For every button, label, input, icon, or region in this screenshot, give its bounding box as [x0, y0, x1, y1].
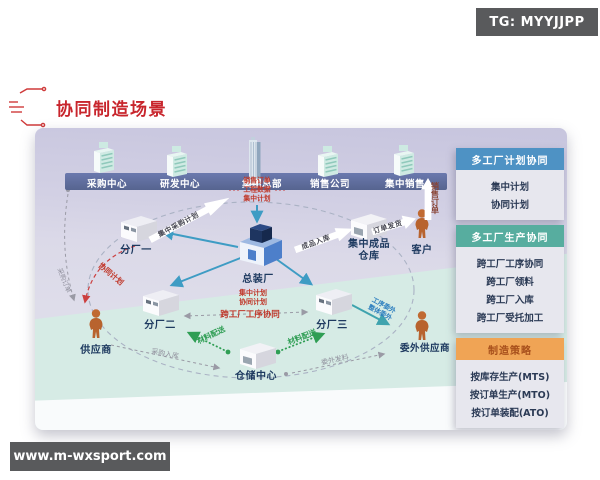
- factory-icon: [316, 289, 352, 315]
- node-label-finished-warehouse-line1: 集中成品: [348, 239, 390, 250]
- node-label-branch3: 分厂三: [316, 320, 348, 331]
- contact-badge: TG: MYYJJPP: [476, 8, 598, 36]
- panel-section-strategy: 制造策略 按库存生产(MTS) 按订单生产(MTO) 按订单装配(ATO): [456, 338, 564, 428]
- circuit-decoration-icon: [9, 86, 47, 128]
- node-label-outsource-supplier: 委外供应商: [399, 343, 451, 354]
- office-building-icon: [167, 146, 187, 177]
- office-building-icon: [394, 145, 414, 176]
- panel-section-planning-header: 多工厂计划协同: [456, 148, 564, 170]
- title-block: 协同制造场景: [8, 86, 167, 128]
- node-label-branch2: 分厂二: [144, 320, 176, 331]
- flow-label-central-plan: 集中计划: [243, 194, 271, 203]
- panel-section-strategy-header: 制造策略: [456, 338, 564, 360]
- diagram-card: 采购中心 研发中心 集团总部 销售公司 集中销售 分厂一 总装厂: [35, 128, 567, 430]
- office-building-icon: [318, 146, 338, 177]
- node-label-branch1: 分厂一: [120, 245, 152, 256]
- node-label-storage-center: 仓储中心: [235, 371, 277, 382]
- panel-item: 协同计划: [490, 200, 529, 211]
- flow-label-cross-factory-process: 跨工厂工序协同: [220, 310, 280, 320]
- node-label-assembly: 总装厂: [242, 274, 274, 285]
- node-label-finished-warehouse-line2: 仓库: [358, 251, 380, 262]
- panel-section-production: 多工厂生产协同 跨工厂工序协同 跨工厂领料 跨工厂入库 跨工厂受托加工: [456, 225, 564, 333]
- panel-item: 跨工厂领料: [486, 277, 534, 288]
- node-label-rnd-center: 研发中心: [159, 179, 201, 190]
- node-label-finished-warehouse: 集中成品 仓库: [348, 239, 390, 263]
- panel-section-strategy-body: 按库存生产(MTS) 按订单生产(MTO) 按订单装配(ATO): [456, 360, 564, 428]
- flow-lines-layer: [64, 188, 415, 379]
- skyscraper-icon: [249, 137, 261, 185]
- warehouse-icon: [240, 343, 276, 369]
- panel-item: 按订单装配(ATO): [471, 408, 549, 419]
- assembly-plant-icon: [240, 224, 282, 266]
- panel-section-planning-body: 集中计划 协同计划: [456, 170, 564, 220]
- page-title: 协同制造场景: [56, 99, 167, 120]
- node-label-group-hq: 集团总部: [241, 179, 283, 190]
- panel-section-planning: 多工厂计划协同 集中计划 协同计划: [456, 148, 564, 220]
- panel-item: 跨工厂受托加工: [476, 313, 544, 324]
- supplier-person-icon: [89, 309, 103, 338]
- outsource-supplier-person-icon: [415, 311, 429, 340]
- panel-item: 集中计划: [490, 182, 529, 193]
- flow-labels-hq-to-assembly: 销售订单 工程数据 集中计划: [243, 177, 270, 204]
- panel-item: 按订单生产(MTO): [469, 390, 551, 401]
- office-building-icon: [94, 142, 114, 173]
- panel-item: 按库存生产(MTS): [470, 372, 550, 383]
- node-label-procurement-center: 采购中心: [86, 179, 128, 190]
- flow-labels-assembly-plan: 集中计划 协同计划: [239, 289, 267, 307]
- panel-item: 跨工厂入库: [486, 295, 534, 306]
- factory-icon: [121, 216, 157, 242]
- legend-panel: 多工厂计划协同 集中计划 协同计划 多工厂生产协同 跨工厂工序协同 跨工厂领料 …: [456, 148, 564, 428]
- factory-icon: [143, 290, 179, 316]
- node-label-central-sales: 集中销售: [384, 179, 426, 190]
- panel-section-production-body: 跨工厂工序协同 跨工厂领料 跨工厂入库 跨工厂受托加工: [456, 247, 564, 333]
- node-label-supplier: 供应商: [80, 345, 112, 356]
- panel-section-production-header: 多工厂生产协同: [456, 225, 564, 247]
- flow-label-central-plan2: 集中计划: [239, 289, 267, 297]
- flow-label-engineering-data: 工程数据: [243, 185, 271, 194]
- panel-item: 跨工厂工序协同: [476, 259, 544, 270]
- node-label-sales-company: 销售公司: [309, 179, 351, 190]
- flow-label-collab-plan2: 协同计划: [239, 298, 267, 306]
- node-label-customer: 客户: [411, 245, 433, 256]
- flow-label-sales-order-vertical: 销售订单: [430, 182, 440, 214]
- watermark: www.m-wxsport.com: [10, 442, 170, 471]
- flow-label-sales-order: 销售订单: [243, 176, 271, 185]
